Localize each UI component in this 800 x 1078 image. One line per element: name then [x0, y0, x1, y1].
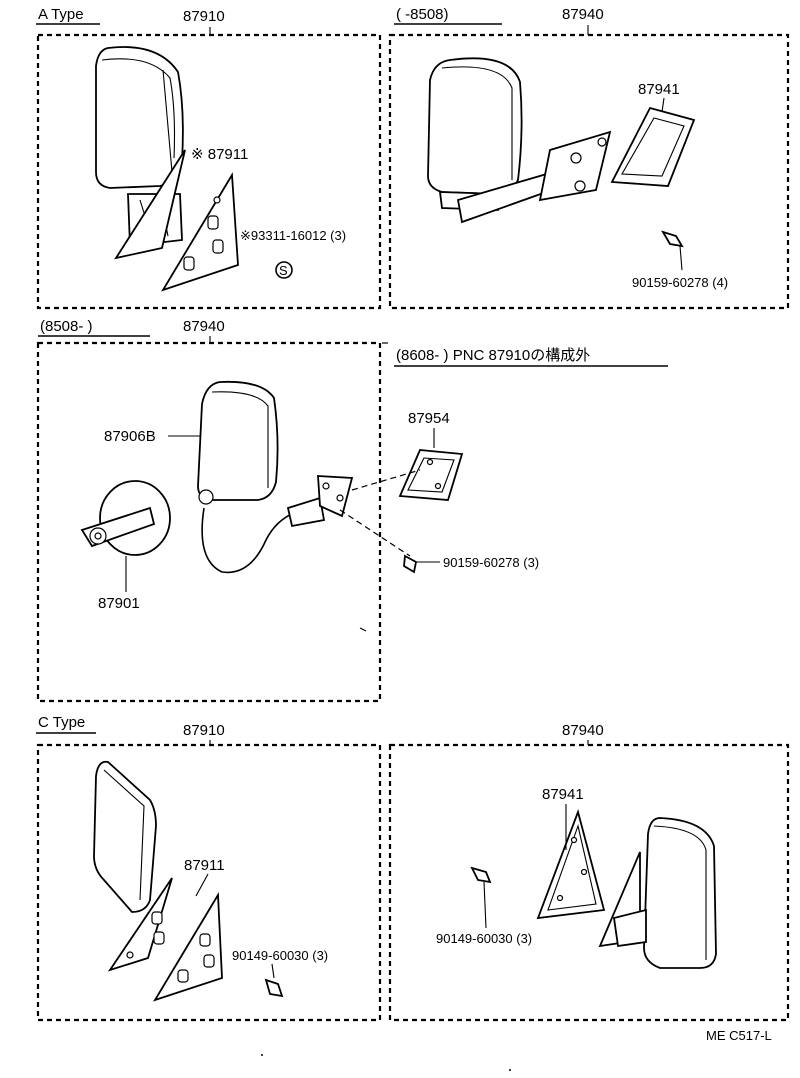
c-right-bolt-icon: [470, 866, 492, 884]
a-right-mirror-head: [427, 57, 523, 195]
middle-frame: [36, 341, 382, 703]
a-right-bracket-label: 87941: [638, 81, 680, 98]
c-left-title: 87910: [183, 722, 225, 739]
a-left-screw-label: ※93311-16012 (3): [240, 228, 346, 243]
a-right-bolt-label: 90159-60278 (4): [632, 275, 728, 290]
middle-bracket-label: 87954: [408, 410, 450, 427]
c-right-title: 87940: [562, 722, 604, 739]
c-right-bolt-label: 90149-60030 (3): [436, 931, 532, 946]
middle-mirror-label: 87906B: [104, 428, 156, 445]
middle-note-label: (8608- ) PNC 87910の構成外: [396, 347, 590, 364]
a-left-bracket-plate: [160, 172, 239, 292]
footer-code: ME C517-L: [706, 1028, 772, 1043]
a-right-range: ( -8508): [396, 6, 449, 23]
c-right-bracket: [536, 809, 606, 920]
a-type-label: A Type: [38, 6, 84, 23]
c-left-frame: [36, 743, 382, 1022]
group-a-right: ( -8508) 87940 87941 90159-60278 (4): [388, 6, 790, 310]
group-middle: (8508- ) 87940 87906B 87901: [36, 318, 382, 703]
group-c-right: 87940 87941 90149-60030 (3): [388, 722, 790, 1022]
c-right-frame: [388, 743, 790, 1022]
c-type-label: C Type: [38, 714, 85, 731]
a-left-frame: [36, 33, 382, 310]
middle-stay-mount: [317, 475, 354, 518]
middle-round-mirror-label: 87901: [98, 595, 140, 612]
group-a-left: 87910 ※ 87911 ※93311-16012 (3) S: [36, 8, 382, 310]
a-left-screw-mark: S: [279, 263, 288, 278]
middle-stay-arm: [201, 507, 297, 574]
a-left-mirror-head: [95, 46, 184, 189]
c-left-bolt-icon: [264, 978, 284, 998]
middle-bolt-label: 90159-60278 (3): [443, 555, 539, 570]
a-left-screw-circle-icon: [275, 261, 293, 279]
a-left-bracket-label: ※ 87911: [191, 146, 248, 163]
c-left-bolt-label: 90149-60030 (3): [232, 948, 328, 963]
c-right-bracket-label: 87941: [542, 786, 584, 803]
a-right-title: 87940: [562, 6, 604, 23]
middle-bracket: [398, 449, 464, 501]
c-right-mirror-head: [643, 817, 717, 969]
group-middle-note: (8608- ) PNC 87910の構成外 87954 90159-60278…: [339, 342, 668, 574]
a-left-title: 87910: [183, 8, 225, 25]
a-right-frame: [388, 33, 790, 310]
c-left-bracket: [152, 891, 223, 1002]
middle-bolt-icon: [403, 554, 418, 574]
middle-mirror-head: [197, 380, 279, 501]
a-left-arm: [114, 149, 186, 260]
c-left-bracket-label: 87911: [184, 857, 225, 874]
group-c-left: 87910 87911 90149-60030 (3): [36, 722, 382, 1022]
a-right-mount: [538, 130, 612, 202]
middle-range: (8508- ): [40, 318, 93, 335]
a-right-bracket: [610, 106, 696, 187]
a-right-bolt-icon: [661, 230, 684, 248]
c-left-mirror-head: [93, 760, 157, 913]
middle-title: 87940: [183, 318, 225, 335]
